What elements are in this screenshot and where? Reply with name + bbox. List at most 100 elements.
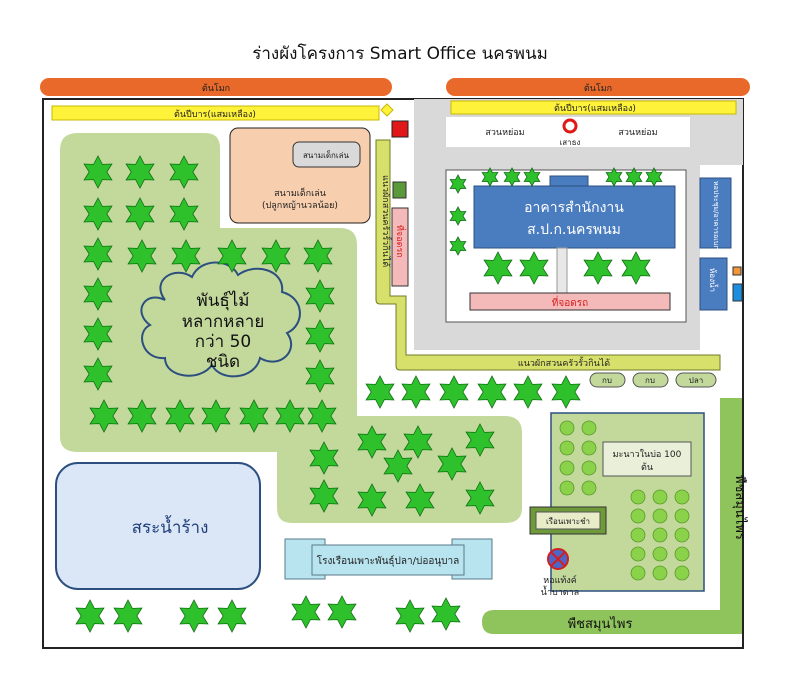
tree-icon	[169, 155, 199, 189]
lime-tree-icon	[652, 546, 668, 562]
lime-tree-icon	[559, 440, 575, 456]
lime-tree-icon	[630, 565, 646, 581]
tree-icon	[217, 239, 247, 273]
meeting-hall	[699, 177, 732, 249]
tree-icon	[645, 167, 663, 187]
vegetable-path	[375, 139, 721, 371]
tree-icon	[439, 375, 469, 409]
lime-label-line2: ต้น	[641, 462, 653, 473]
tree-icon	[383, 449, 413, 483]
tree-icon	[83, 197, 113, 231]
playground-sublabel: (ปลูกหญ้านวลน้อย)	[262, 200, 338, 211]
orange-marker	[732, 266, 742, 276]
greenhouse	[311, 544, 465, 576]
tree-icon	[365, 375, 395, 409]
parking-front	[469, 292, 671, 311]
lime-tree-icon	[652, 489, 668, 505]
tree-icon	[291, 595, 321, 629]
tree-layer	[75, 155, 663, 633]
herb-label-bottom: พืชสมุนไพร	[568, 616, 633, 632]
tree-icon	[583, 251, 613, 285]
meeting-hall-label: หอประชุม/อาคารอเนกประสงค์	[712, 181, 720, 274]
lime-tree-icon	[652, 508, 668, 524]
tree-icon	[305, 319, 335, 353]
tree-icon	[523, 167, 541, 187]
reservoir-label: สระน้ำร้าง	[132, 515, 209, 538]
playground-label: สนามเด็กเล่น	[274, 186, 326, 199]
lime-tree-icon	[652, 527, 668, 543]
tree-icon	[403, 425, 433, 459]
tree-icon	[621, 251, 651, 285]
hedge-left	[51, 105, 380, 121]
pond-fish-label: ปลา	[689, 376, 703, 385]
tree-icon	[261, 239, 291, 273]
tree-icon	[201, 399, 231, 433]
water-tower-cross-2	[550, 551, 566, 567]
lime-tree-icon	[630, 508, 646, 524]
tree-icon	[127, 239, 157, 273]
hedge-right	[450, 100, 737, 115]
pond-frog-1-label: กบ	[602, 376, 612, 385]
tree-icon	[309, 479, 339, 513]
lime-tree-icon	[559, 420, 575, 436]
lime-tree-icon	[559, 460, 575, 476]
moke-tree-row-right	[446, 78, 750, 96]
tree-icon	[605, 167, 623, 187]
lime-tree-icon	[652, 565, 668, 581]
herb-label-vertical: พืชสมุนไพร	[732, 475, 748, 540]
tree-icon	[357, 425, 387, 459]
moke-tree-label-right: ต้นโมก	[584, 83, 612, 94]
tree-icon	[449, 236, 467, 256]
hedge-label-right: ต้นปีบาร(แสมเหลือง)	[554, 103, 636, 114]
flagpole-icon	[562, 118, 578, 134]
tree-icon	[83, 357, 113, 391]
tree-icon	[113, 599, 143, 633]
lime-tree-icon	[674, 565, 690, 581]
office-label-line1: อาคารสำนักงาน	[524, 200, 624, 216]
lime-tree-icon	[581, 460, 597, 476]
lime-tree-icon	[630, 489, 646, 505]
moke-tree-label-left: ต้นโมก	[202, 83, 230, 94]
reservoir	[55, 462, 261, 590]
tree-icon	[431, 597, 461, 631]
lime-label-line1: มะนาวในบ่อ 100	[613, 449, 682, 460]
cloud-label-2: หลากหลาย	[182, 312, 265, 332]
lime-tree-icon	[581, 480, 597, 496]
sandbox-label: สนามเด็กเล่น	[303, 150, 350, 160]
tree-icon	[465, 481, 495, 515]
tree-icon	[75, 599, 105, 633]
toilet-building	[699, 257, 728, 311]
moke-tree-row-left	[40, 78, 392, 96]
tree-icon	[481, 167, 499, 187]
tree-icon	[625, 167, 643, 187]
plant-variety-cloud	[140, 261, 301, 378]
water-tower-label-1: หอแท้งค์	[543, 574, 577, 586]
pond-fish	[675, 372, 717, 388]
lime-tree-icon	[559, 480, 575, 496]
office-building	[473, 185, 676, 249]
tree-icon	[309, 441, 339, 475]
herb-strip	[482, 398, 742, 634]
lime-tree-icon	[581, 440, 597, 456]
small-green-box	[392, 181, 407, 199]
sandbox	[292, 141, 361, 168]
veg-path-label-bottom: แนวผักสวนครัวรั้วกินได้	[518, 356, 610, 369]
seedling-house-label: เรือนเพาะชำ	[546, 517, 590, 526]
tree-icon	[503, 167, 521, 187]
tree-icon	[171, 239, 201, 273]
road	[414, 99, 743, 350]
tree-icon	[465, 423, 495, 457]
tree-icon	[519, 251, 549, 285]
lime-tree-icon	[674, 546, 690, 562]
tree-icon	[357, 483, 387, 517]
lime-tree-icon	[630, 546, 646, 562]
pond-frog-2-label: กบ	[645, 376, 655, 385]
flagpole-label: เสาธง	[560, 138, 581, 147]
lime-tree-icon	[630, 527, 646, 543]
blue-marker	[732, 283, 743, 302]
marker-diamond	[380, 103, 394, 117]
pond-frog-1	[589, 372, 626, 388]
parking-front-label: ที่จอดรถ	[552, 295, 588, 309]
tree-icon	[125, 155, 155, 189]
